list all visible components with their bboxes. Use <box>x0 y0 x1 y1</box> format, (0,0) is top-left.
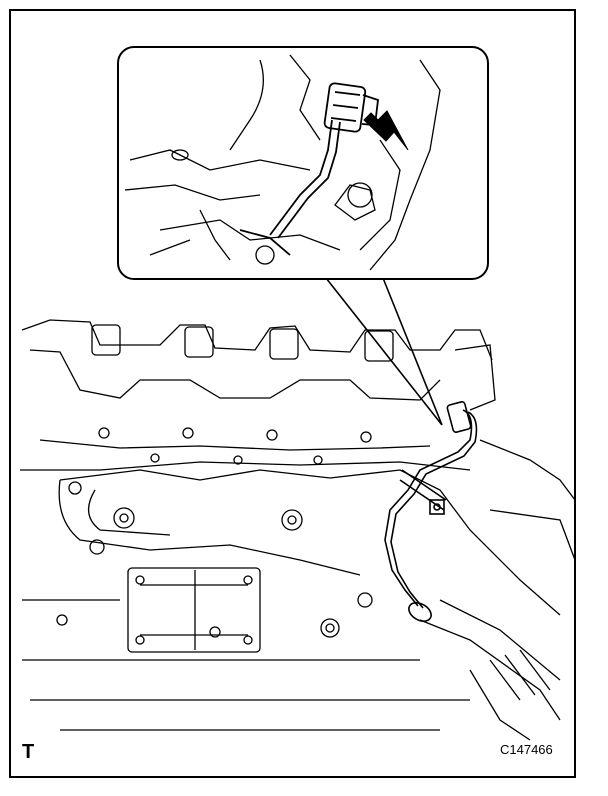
figure-border <box>9 9 576 778</box>
engine-block <box>20 319 576 741</box>
figure-id-label: C147466 <box>500 742 553 757</box>
sensor-harness <box>384 401 478 622</box>
detail-view <box>124 54 441 271</box>
callout-leader <box>325 277 443 426</box>
arrow-icon <box>363 110 409 151</box>
detail-sensor <box>239 82 379 256</box>
view-code-label: T <box>22 741 35 763</box>
detail-callout-box <box>117 46 489 280</box>
